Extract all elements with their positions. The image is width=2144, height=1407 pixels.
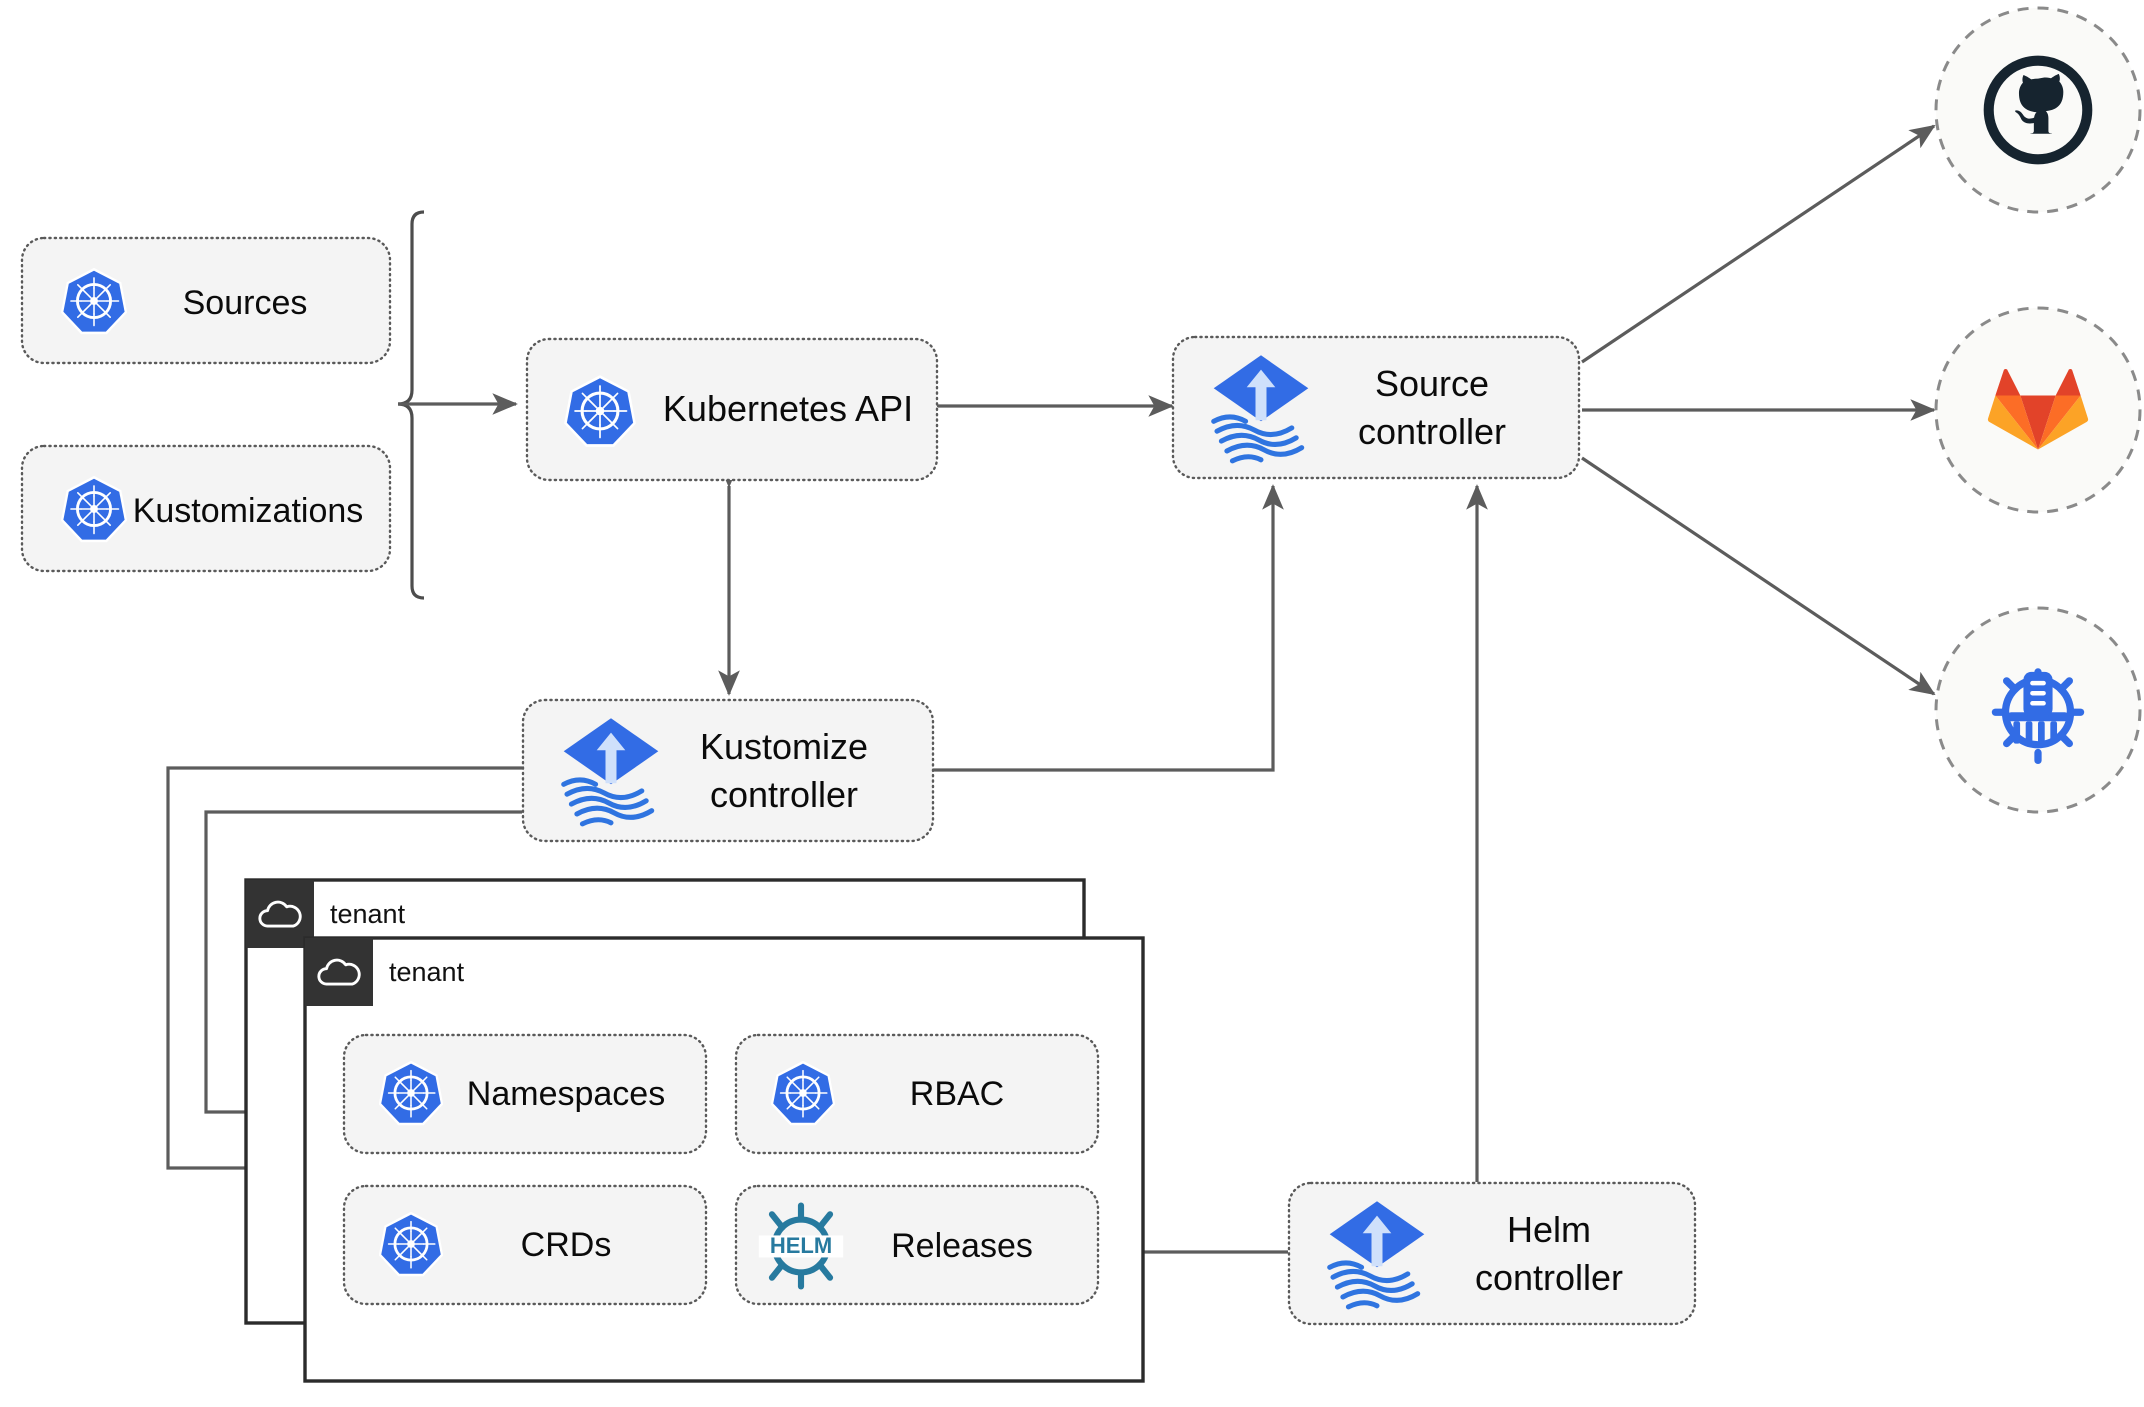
source-controller-box[interactable] [1171,335,1581,480]
namespaces-label: Namespaces [467,1075,665,1113]
helm-icon [759,1206,843,1287]
tenant-front-frame [303,936,1145,1383]
node-kustomizations[interactable]: Kustomizations [20,444,392,573]
helm-controller-label-line2: controller [1475,1257,1623,1298]
node-helm-controller[interactable]: Helm controller [1287,1181,1697,1326]
edge-kustomizecontroller-to-sourcecontroller [932,484,1284,772]
releases-label: Releases [891,1227,1033,1265]
rbac-label: RBAC [910,1075,1004,1113]
tenant-back-label: tenant [330,899,406,929]
namespaces-box[interactable] [342,1033,708,1155]
provider-github[interactable] [1934,6,2142,214]
sources-label: Sources [183,284,308,322]
kustomizations-box[interactable] [20,444,392,573]
source-controller-label-line1: Source [1375,363,1489,404]
helm-controller-box[interactable] [1287,1181,1697,1326]
helm-controller-label-line1: Helm [1507,1209,1591,1250]
crds-label: CRDs [521,1226,612,1264]
tenant-front-tab [305,938,373,1006]
node-kustomize-controller[interactable]: Kustomize controller [521,698,935,843]
kustomize-controller-label-line1: Kustomize [700,726,868,767]
crds-box[interactable] [342,1184,708,1306]
edge-sourcecontroller-to-bucket [1581,456,1936,696]
node-releases[interactable]: Releases [734,1184,1100,1306]
rbac-box[interactable] [734,1033,1100,1155]
tenant-front-label: tenant [389,957,465,987]
sources-box[interactable] [20,236,392,365]
kustomizations-label: Kustomizations [133,492,364,530]
source-controller-label-line2: controller [1358,411,1506,452]
kustomize-controller-box[interactable] [521,698,935,843]
kubernetes-api-label: Kubernetes API [663,388,913,429]
kustomize-controller-label-line2: controller [710,774,858,815]
provider-bucket[interactable] [1934,606,2142,814]
edge-sourcecontroller-to-github [1581,124,1936,364]
node-rbac[interactable]: RBAC [734,1033,1100,1155]
node-sources[interactable]: Sources [20,236,392,365]
node-crds[interactable]: CRDs [342,1184,708,1306]
provider-gitlab[interactable] [1934,306,2142,514]
tenant-back-tab [246,880,314,948]
node-namespaces[interactable]: Namespaces [342,1033,708,1155]
tenant-front: tenant [303,936,1145,1383]
node-kubernetes-api[interactable]: Kubernetes API [525,337,939,482]
kubernetes-api-box[interactable] [525,337,939,482]
node-source-controller[interactable]: Source controller [1171,335,1581,480]
